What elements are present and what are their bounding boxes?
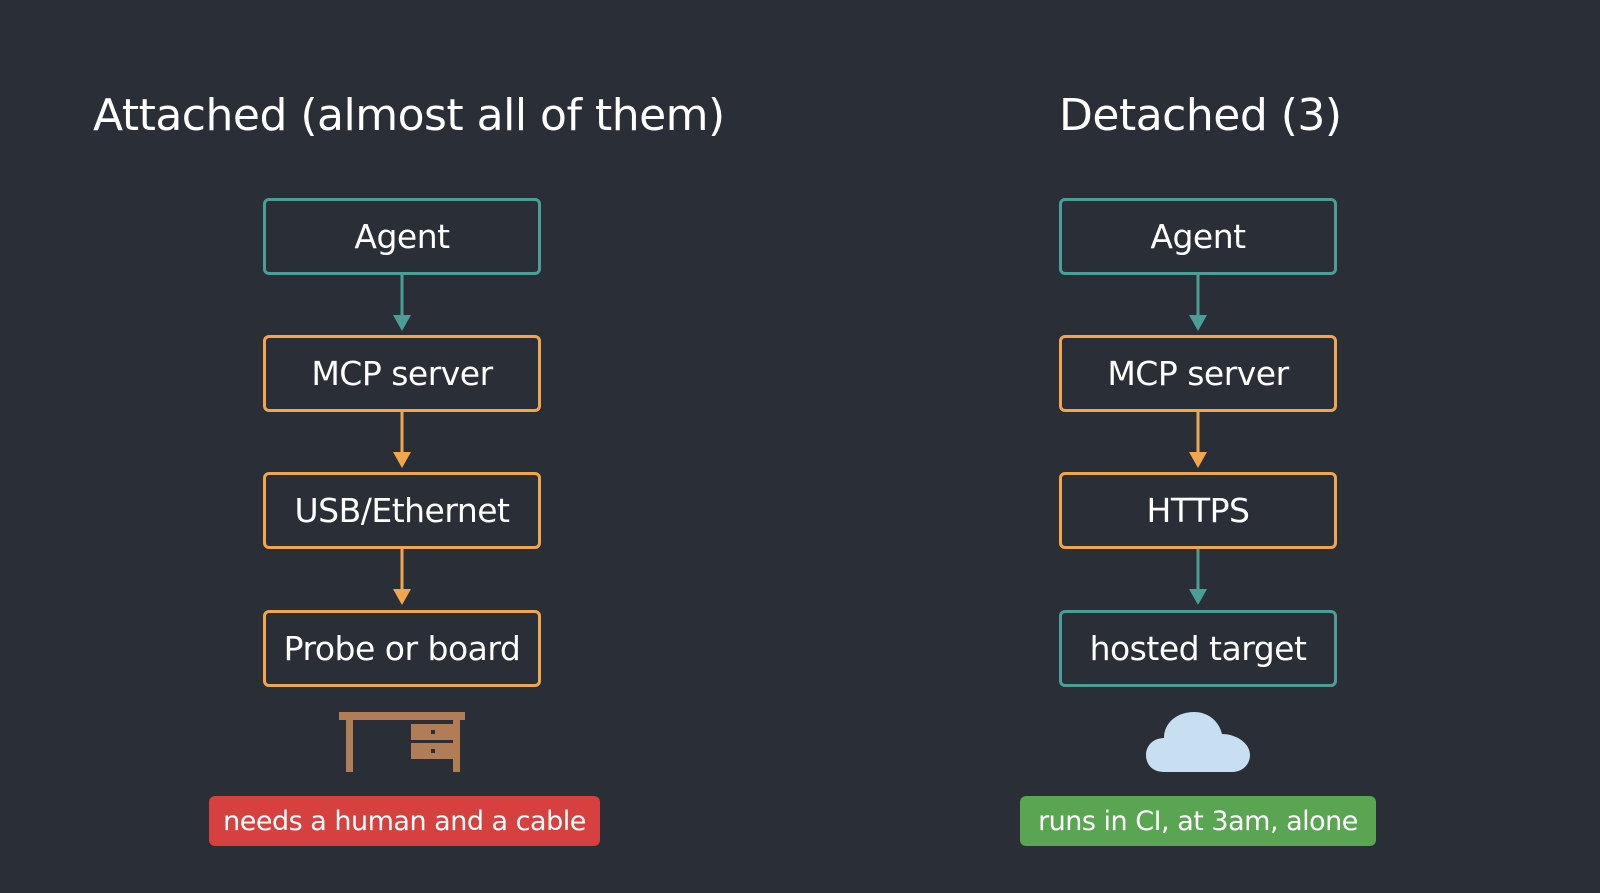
arrow-usb-to-probe <box>393 549 411 605</box>
attached-node-mcp-server: MCP server <box>263 335 541 412</box>
arrow-mcp-to-https <box>1189 412 1207 468</box>
attached-node-agent: Agent <box>263 198 541 275</box>
cloud-icon <box>1146 712 1250 772</box>
attached-node-usb-ethernet: USB/Ethernet <box>263 472 541 549</box>
arrow-agent-to-mcp <box>393 275 411 331</box>
detached-node-https: HTTPS <box>1059 472 1337 549</box>
arrow-mcp-to-usb <box>393 412 411 468</box>
attached-node-probe-or-board: Probe or board <box>263 610 541 687</box>
arrow-agent-to-mcp-detached <box>1189 275 1207 331</box>
detached-node-hosted-target: hosted target <box>1059 610 1337 687</box>
detached-status-badge: runs in CI, at 3am, alone <box>1020 796 1376 846</box>
attached-status-badge: needs a human and a cable <box>209 796 600 846</box>
desk-icon <box>339 712 465 772</box>
attached-title: Attached (almost all of them) <box>93 90 725 141</box>
detached-node-mcp-server: MCP server <box>1059 335 1337 412</box>
detached-title: Detached (3) <box>1059 90 1342 141</box>
detached-node-agent: Agent <box>1059 198 1337 275</box>
arrow-https-to-hosted-target <box>1189 549 1207 605</box>
